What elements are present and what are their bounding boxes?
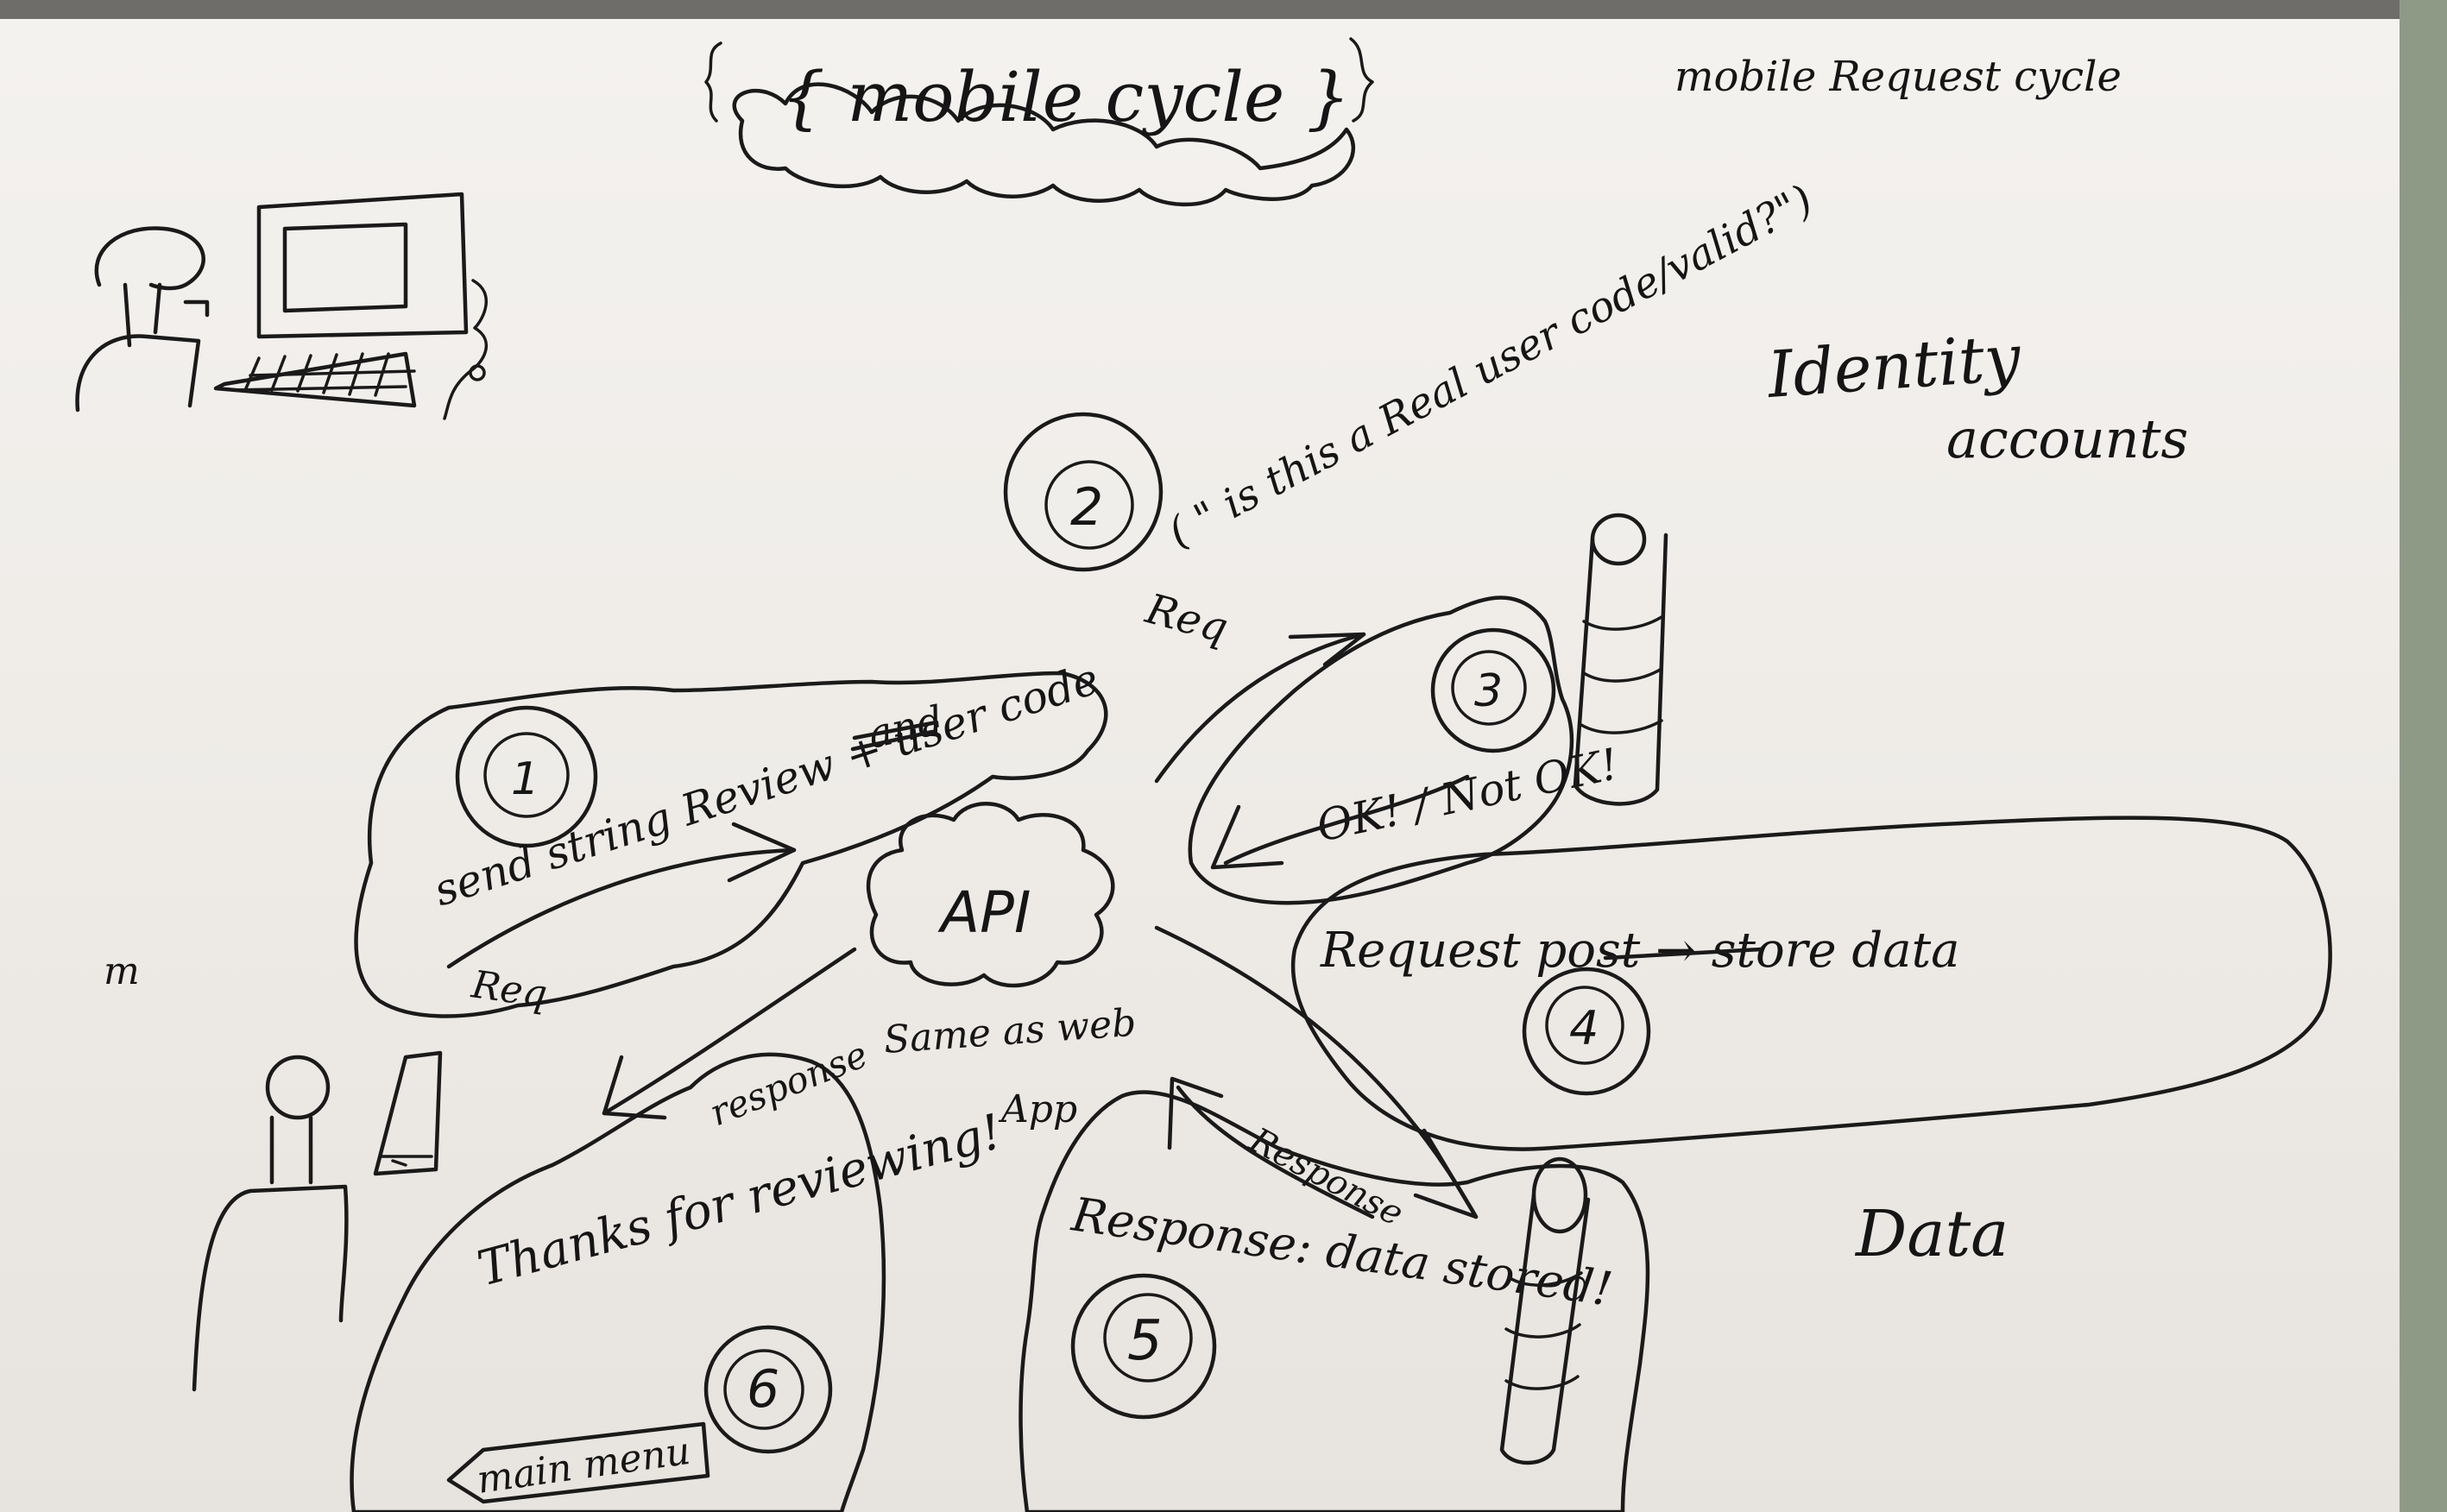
- desktop-user-icon: [75, 226, 210, 413]
- page-subtitle: mobile Request cycle: [1674, 53, 2122, 101]
- step-3-circle-outer: [1430, 627, 1556, 753]
- step-6-circle-outer: [703, 1325, 833, 1454]
- step-5-circle-inner: [1103, 1293, 1193, 1383]
- step-4-circle-inner: [1545, 986, 1624, 1065]
- title-cloud: [704, 37, 1374, 207]
- step-6-arrow: [602, 947, 857, 1116]
- step-3-number: 3: [1474, 665, 1503, 717]
- step-3-circle-inner: [1451, 650, 1527, 726]
- step-2-circle-inner: [1044, 460, 1134, 550]
- data-label: Data: [1854, 1197, 2009, 1271]
- step-5-cloud: [1019, 1090, 1650, 1512]
- same-as-web-text-1: Same as web: [882, 1001, 1138, 1062]
- step-4-circle-outer: [1522, 967, 1651, 1096]
- step-4-text: Request post → store data: [1320, 923, 1960, 979]
- step-6-text: Thanks for reviewing!: [472, 1104, 1008, 1298]
- desktop-computer-icon: [213, 192, 488, 420]
- step-6-number: 6: [747, 1359, 779, 1420]
- mobile-phone-icon: [373, 1050, 443, 1176]
- main-menu-button[interactable]: main menu: [446, 1421, 710, 1504]
- step-1-arrowhead: [727, 822, 797, 883]
- response-arrowhead: [1167, 1076, 1224, 1150]
- data-database-icon: [1499, 1156, 1591, 1465]
- margin-mark: m: [104, 949, 140, 993]
- identity-label: Identity: [1763, 321, 2023, 413]
- step-2-number: 2: [1070, 477, 1103, 538]
- step-3-arrowhead: [1210, 804, 1284, 870]
- step-5-circle-outer: [1070, 1273, 1217, 1420]
- step-1-arrow: [446, 847, 797, 969]
- step-2-arrowhead: [1288, 632, 1366, 667]
- step-4-number: 4: [1569, 1001, 1599, 1055]
- step-1-number: 1: [511, 753, 539, 805]
- step-3-arrow: [1223, 774, 1470, 866]
- step-1-note: Req: [468, 962, 550, 1017]
- request-arrowhead: [1413, 1128, 1479, 1219]
- step-6-arrowhead: [602, 1055, 667, 1120]
- step-2-circle-outer: [1003, 412, 1164, 572]
- step-6-note: response: [703, 1033, 873, 1134]
- step-1-circle-outer: [455, 705, 598, 848]
- mobile-user-icon: [192, 1055, 349, 1392]
- accounts-label: accounts: [1946, 407, 2188, 470]
- same-as-web-text-2: App: [998, 1087, 1077, 1131]
- api-label: API: [937, 879, 1031, 946]
- step-2-note: Req: [1140, 584, 1233, 652]
- step-3-cloud: [1188, 595, 1574, 905]
- identity-database-icon: [1573, 513, 1668, 806]
- api-cloud: [866, 802, 1115, 988]
- step-6-cloud: [350, 1052, 886, 1512]
- step-4-cloud: [1290, 816, 2332, 1151]
- page-title: { mobile cycle }: [781, 57, 1351, 137]
- step-1-cloud: [354, 671, 1108, 1018]
- step-2-arrow: [1154, 632, 1366, 784]
- post-underline: [1603, 947, 1763, 961]
- step-1-circle-inner: [483, 732, 570, 818]
- board-frame-top: [0, 0, 2447, 19]
- board-frame-right: [2400, 0, 2447, 1512]
- strikethrough-mark: [850, 720, 939, 752]
- step-5-number: 5: [1127, 1309, 1163, 1373]
- step-2-text: ( " is this a Real user code/valid?"): [1160, 175, 1820, 557]
- step-6-circle-inner: [723, 1349, 804, 1430]
